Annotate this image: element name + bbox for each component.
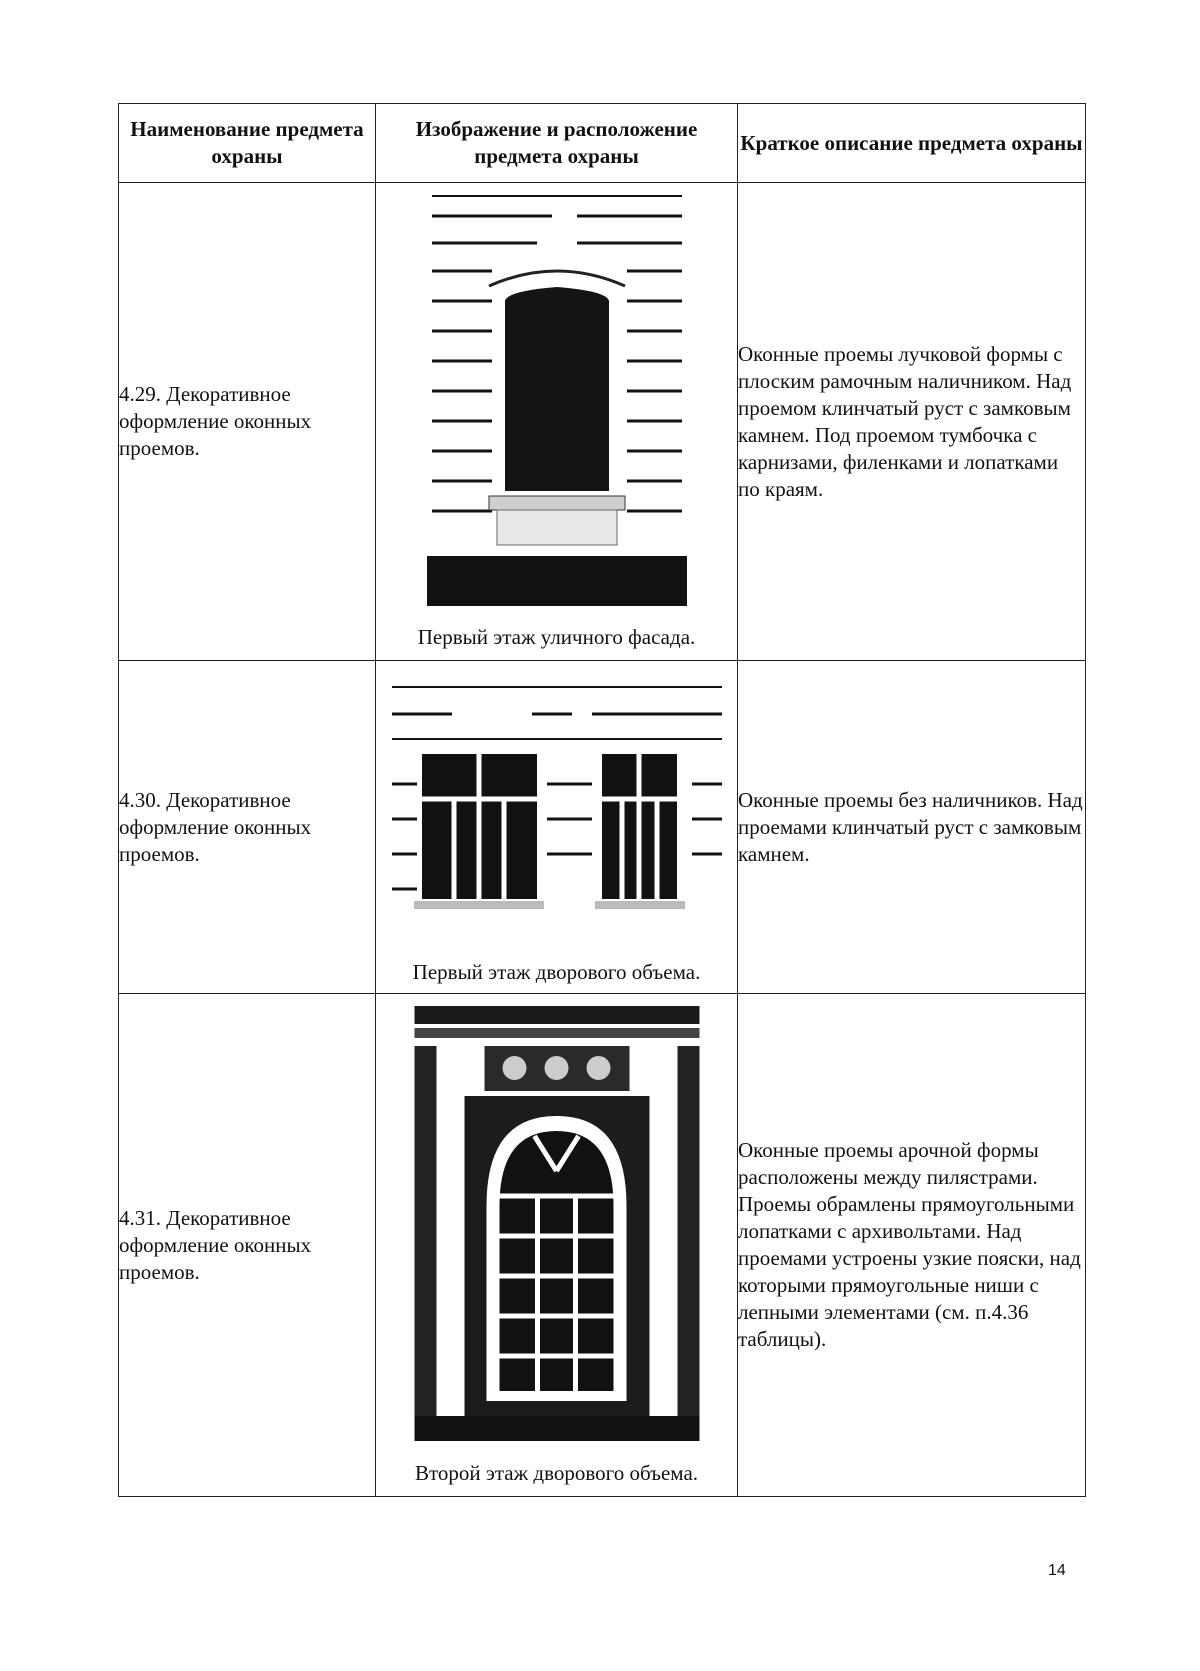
page-number: 14: [1048, 1562, 1066, 1579]
table-row: 4.29. Декоративное оформление оконных пр…: [118, 182, 1086, 661]
header-image: Изображение и расположение предмета охра…: [375, 103, 738, 183]
image-cell: Второй этаж дворового объема.: [375, 993, 738, 1497]
table-row: 4.31. Декоративное оформление оконных пр…: [118, 993, 1086, 1497]
table-row: 4.30. Декоративное оформление оконных пр…: [118, 660, 1086, 994]
window-photo-plain: [391, 679, 722, 934]
image-caption: Первый этаж дворового объема.: [412, 960, 701, 984]
heritage-table: Наименование предмета охраны Изображение…: [118, 103, 1086, 1497]
item-name: 4.29. Декоративное оформление оконных пр…: [118, 182, 376, 661]
image-caption: Второй этаж дворового объема.: [414, 1461, 699, 1485]
table-header-row: Наименование предмета охраны Изображение…: [118, 103, 1086, 183]
item-name: 4.30. Декоративное оформление оконных пр…: [118, 660, 376, 994]
image-cell: Первый этаж дворового объема.: [375, 660, 738, 994]
image-caption: Первый этаж уличного фасада.: [417, 625, 696, 649]
header-name: Наименование предмета охраны: [118, 103, 376, 183]
item-description: Оконные проемы без наличников. Над проем…: [737, 660, 1086, 994]
window-photo-segmental: [426, 191, 687, 611]
header-description: Краткое описание предмета охраны: [737, 103, 1086, 183]
image-cell: Первый этаж уличного фасада.: [375, 182, 738, 661]
item-description: Оконные проемы арочной формы расположены…: [737, 993, 1086, 1497]
item-name: 4.31. Декоративное оформление оконных пр…: [118, 993, 376, 1497]
window-photo-arched: [414, 1006, 699, 1446]
item-description: Оконные проемы лучковой формы с плоским …: [737, 182, 1086, 661]
